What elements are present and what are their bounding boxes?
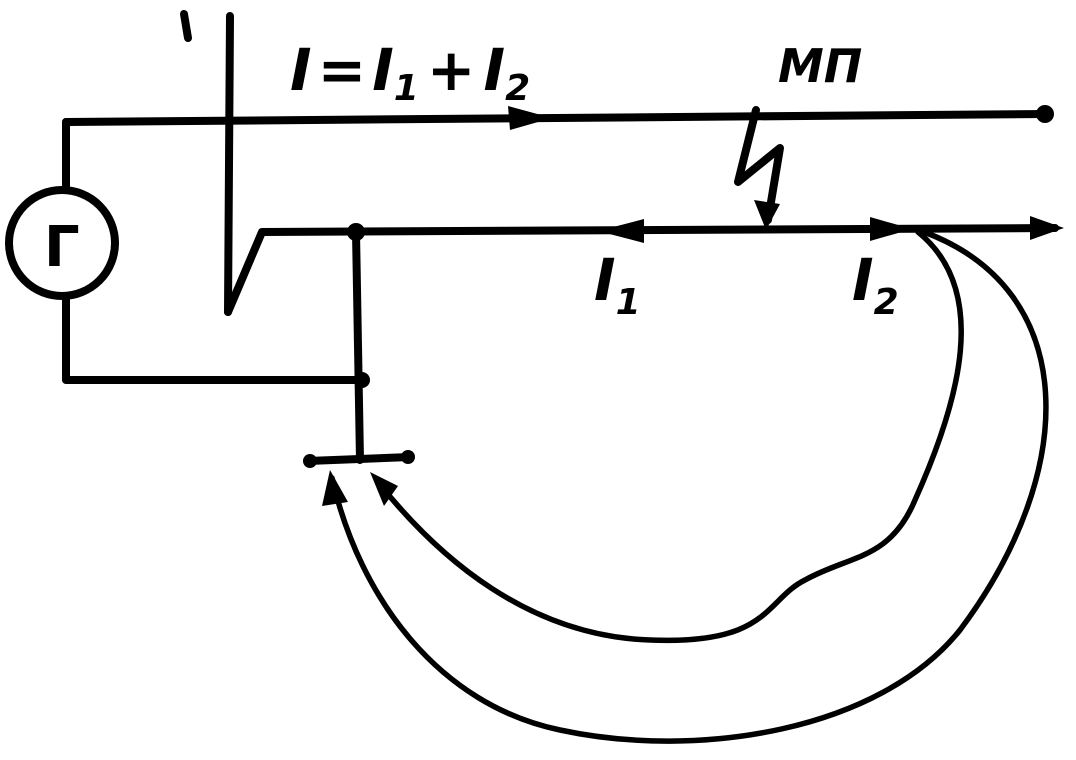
- lower-conductor: [224, 224, 1059, 316]
- i1-current-arrow: [598, 219, 644, 243]
- vertical-marker: [224, 12, 234, 316]
- fault-arrowhead: [754, 200, 780, 230]
- top-conductor: [62, 110, 1049, 126]
- generator-label: Г: [44, 215, 80, 280]
- generator-bottom-lead: [62, 292, 366, 384]
- inner-return-arrow: [370, 472, 398, 506]
- line-label: МП: [778, 39, 862, 93]
- ground-drop: [352, 228, 364, 464]
- outer-return-path: [329, 229, 1049, 744]
- fault-lightning-symbol: [734, 106, 784, 224]
- i2-label: I2: [852, 246, 899, 323]
- lower-right-end-arrow: [1030, 216, 1064, 240]
- marker-tick: [180, 10, 192, 42]
- ground-plate-left-node: [303, 454, 317, 468]
- inner-return-path: [375, 229, 964, 644]
- ground-plate: [304, 453, 414, 465]
- i2-current-arrow: [870, 217, 912, 241]
- top-current-arrow: [508, 106, 552, 130]
- ground-plate-right-node: [401, 450, 415, 464]
- outer-return-arrow: [322, 470, 348, 506]
- total-current-label: I=I1+I2: [290, 36, 530, 109]
- i1-label: I1: [594, 246, 641, 323]
- top-conductor-end-node: [1036, 105, 1054, 123]
